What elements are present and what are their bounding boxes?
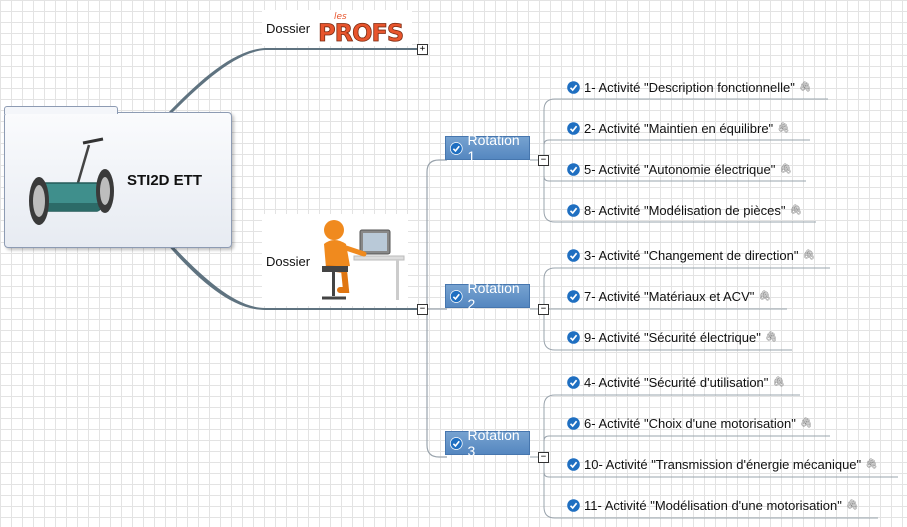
attachment-icon: 🖇 (758, 290, 772, 302)
activity-label: 6- Activité "Choix d'une motorisation" (584, 415, 796, 431)
rotation-label: Rotation 2 (467, 280, 520, 312)
check-icon (567, 457, 580, 471)
attachment-icon: 🖇 (865, 458, 878, 470)
check-icon (567, 121, 580, 135)
central-topic-title: STI2D ETT (127, 172, 203, 189)
rotation-3-topic[interactable]: Rotation 3 (445, 427, 530, 459)
check-icon (567, 203, 580, 217)
check-icon (567, 289, 580, 303)
check-icon (567, 248, 580, 262)
branch-connector-top (166, 48, 420, 115)
activity-item[interactable]: 1- Activité "Description fonctionnelle" … (567, 75, 812, 99)
check-icon (450, 436, 463, 450)
activity-item[interactable]: 11- Activité "Modélisation d'une motoris… (567, 493, 859, 517)
rotation-label: Rotation 1 (467, 132, 520, 164)
attachment-icon: 🖇 (798, 81, 812, 93)
check-icon (567, 416, 580, 430)
expand-toggle-dossier-1[interactable]: + (417, 44, 428, 55)
person-at-computer-icon (322, 220, 405, 300)
rotation-connectors (422, 159, 447, 458)
activity-item[interactable]: 2- Activité "Maintien en équilibre" 🖇 (567, 116, 790, 140)
collapse-toggle-rotation-1[interactable]: − (538, 155, 549, 166)
collapse-toggle-rotation-2[interactable]: − (538, 304, 549, 315)
collapse-toggle-dossier-2[interactable]: − (417, 304, 428, 315)
rotation-2-topic[interactable]: Rotation 2 (445, 280, 530, 312)
activity-label: 4- Activité "Sécurité d'utilisation" (584, 374, 769, 390)
activity-item[interactable]: 6- Activité "Choix d'une motorisation" 🖇 (567, 411, 813, 435)
central-topic[interactable]: STI2D ETT (4, 106, 232, 248)
check-icon (450, 289, 463, 303)
attachment-icon: 🖇 (802, 249, 816, 261)
attachment-icon: 🖇 (777, 122, 790, 134)
activity-label: 9- Activité "Sécurité électrique" (584, 329, 761, 345)
check-icon (567, 498, 580, 512)
rotation-label: Rotation 3 (467, 427, 520, 459)
attachment-icon: 🖇 (789, 204, 803, 216)
check-icon (567, 80, 580, 94)
rotation-1-connectors (530, 98, 828, 223)
activity-label: 11- Activité "Modélisation d'une motoris… (584, 497, 842, 513)
attachment-icon: 🖇 (799, 417, 813, 429)
check-icon (567, 375, 580, 389)
activity-label: 2- Activité "Maintien en équilibre" (584, 120, 774, 136)
activity-item[interactable]: 5- Activité "Autonomie électrique" 🖇 (567, 157, 792, 181)
rotation-3-connectors (530, 394, 898, 519)
activity-label: 3- Activité "Changement de direction" (584, 247, 799, 263)
activity-label: 5- Activité "Autonomie électrique" (584, 161, 776, 177)
attachment-icon: 🖇 (779, 163, 793, 175)
check-icon (567, 162, 580, 176)
activity-item[interactable]: 4- Activité "Sécurité d'utilisation" 🖇 (567, 370, 785, 394)
profs-logo: les PROFS (318, 12, 405, 44)
segway-mower-icon (29, 137, 114, 225)
attachment-icon: 🖇 (845, 499, 859, 511)
central-topic-tab (4, 106, 118, 114)
dossier-profs-topic[interactable]: Dossier les PROFS (262, 10, 412, 46)
check-icon (567, 330, 580, 344)
activity-item[interactable]: 8- Activité "Modélisation de pièces" 🖇 (567, 198, 802, 222)
dossier-label: Dossier (266, 21, 311, 36)
collapse-toggle-rotation-3[interactable]: − (538, 452, 549, 463)
activity-item[interactable]: 10- Activité "Transmission d'énergie méc… (567, 452, 878, 476)
svg-text:les: les (334, 12, 347, 22)
activity-item[interactable]: 9- Activité "Sécurité électrique" 🖇 (567, 325, 778, 349)
dossier-rotations-topic[interactable]: Dossier (262, 214, 408, 306)
rotation-2-connectors (530, 267, 830, 351)
activity-label: 7- Activité "Matériaux et ACV" (584, 288, 755, 304)
activity-item[interactable]: 7- Activité "Matériaux et ACV" 🖇 (567, 284, 771, 308)
attachment-icon: 🖇 (772, 376, 786, 388)
activity-label: 1- Activité "Description fonctionnelle" (584, 79, 795, 95)
svg-text:PROFS: PROFS (318, 19, 403, 44)
attachment-icon: 🖇 (764, 331, 778, 343)
activity-label: 10- Activité "Transmission d'énergie méc… (584, 456, 862, 472)
activity-label: 8- Activité "Modélisation de pièces" (584, 202, 786, 218)
rotation-1-topic[interactable]: Rotation 1 (445, 132, 530, 164)
check-icon (450, 141, 463, 155)
dossier-label: Dossier (266, 254, 311, 269)
activity-item[interactable]: 3- Activité "Changement de direction" 🖇 (567, 243, 815, 267)
